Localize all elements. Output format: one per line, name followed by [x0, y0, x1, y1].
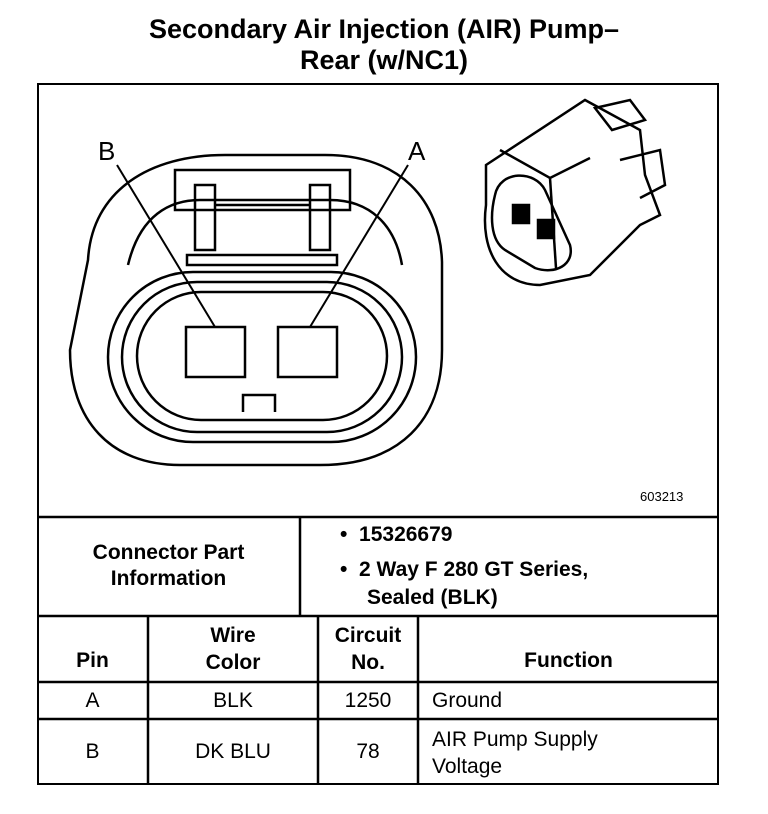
- iso-side-rib: [619, 148, 667, 200]
- connector-diagram-frame: [37, 83, 719, 785]
- terminal-cavity-a: [276, 325, 339, 379]
- connector-info-label-line1: Connector Part: [92, 541, 245, 564]
- iso-terminal-a: [536, 218, 556, 240]
- row-a-function: Ground: [432, 689, 503, 712]
- connector-isometric-view: [483, 98, 667, 287]
- bullet-symbol: •: [340, 558, 348, 581]
- connector-series: • 2 Way F 280 GT Series, Sealed (BLK): [340, 556, 588, 612]
- header-wire-color: Wire Color: [148, 622, 318, 676]
- row-a-circuit: 1250: [344, 689, 392, 712]
- header-circuit-line2: No.: [351, 651, 385, 674]
- connector-info-label: Connector Part Information: [37, 540, 300, 592]
- leader-line-a: [309, 164, 409, 328]
- leader-line-b: [116, 164, 216, 328]
- pin-label-a: A: [408, 136, 426, 166]
- bullet-symbol: •: [340, 523, 348, 546]
- header-wire-color-line1: Wire: [210, 624, 256, 647]
- header-circuit-line1: Circuit: [334, 624, 402, 647]
- series-text-line1: 2 Way F 280 GT Series,: [359, 558, 589, 581]
- row-a-wire-color: BLK: [213, 689, 253, 712]
- latch-right: [308, 183, 332, 252]
- iso-body: [483, 98, 662, 287]
- seal-outer-ring: [106, 270, 418, 444]
- pin-label-b: B: [98, 136, 115, 166]
- iso-mating-face: [490, 174, 573, 272]
- row-b-wire-color: DK BLU: [195, 740, 271, 763]
- header-wire-color-line2: Color: [205, 651, 261, 674]
- row-b-circuit: 78: [356, 740, 380, 763]
- latch-left: [193, 183, 217, 252]
- diagram-title-line1: Secondary Air Injection (AIR) Pump–: [148, 14, 620, 44]
- terminal-cavity-b: [184, 325, 247, 379]
- diagram-title-line2: Rear (w/NC1): [299, 45, 469, 75]
- header-circuit: Circuit No.: [318, 622, 418, 676]
- part-number-text: 15326679: [359, 523, 453, 546]
- header-pin: Pin: [76, 649, 109, 672]
- row-a-pin: A: [85, 689, 100, 712]
- row-b-function: AIR Pump Supply Voltage: [432, 726, 598, 780]
- row-b-function-line2: Voltage: [432, 755, 503, 778]
- latch-housing: [173, 168, 352, 212]
- iso-top-edge: [499, 148, 591, 180]
- connector-info-label-line2: Information: [110, 567, 227, 590]
- connector-part-number: • 15326679: [340, 522, 452, 548]
- connector-face-view: [68, 153, 444, 467]
- series-text-line2: Sealed (BLK): [367, 586, 498, 609]
- figure-id: 603213: [640, 489, 684, 504]
- connector-outer-shell: [68, 153, 444, 467]
- row-b-pin: B: [85, 740, 100, 763]
- row-b-function-line1: AIR Pump Supply: [432, 728, 598, 751]
- iso-terminal-b: [511, 203, 531, 225]
- seal-middle-ring: [120, 280, 404, 434]
- polarization-key: [241, 393, 277, 412]
- seal-inner-ring: [135, 290, 389, 422]
- header-function: Function: [524, 649, 613, 672]
- iso-latch: [592, 98, 648, 132]
- connector-shoulder: [126, 198, 404, 266]
- latch-base: [185, 253, 339, 267]
